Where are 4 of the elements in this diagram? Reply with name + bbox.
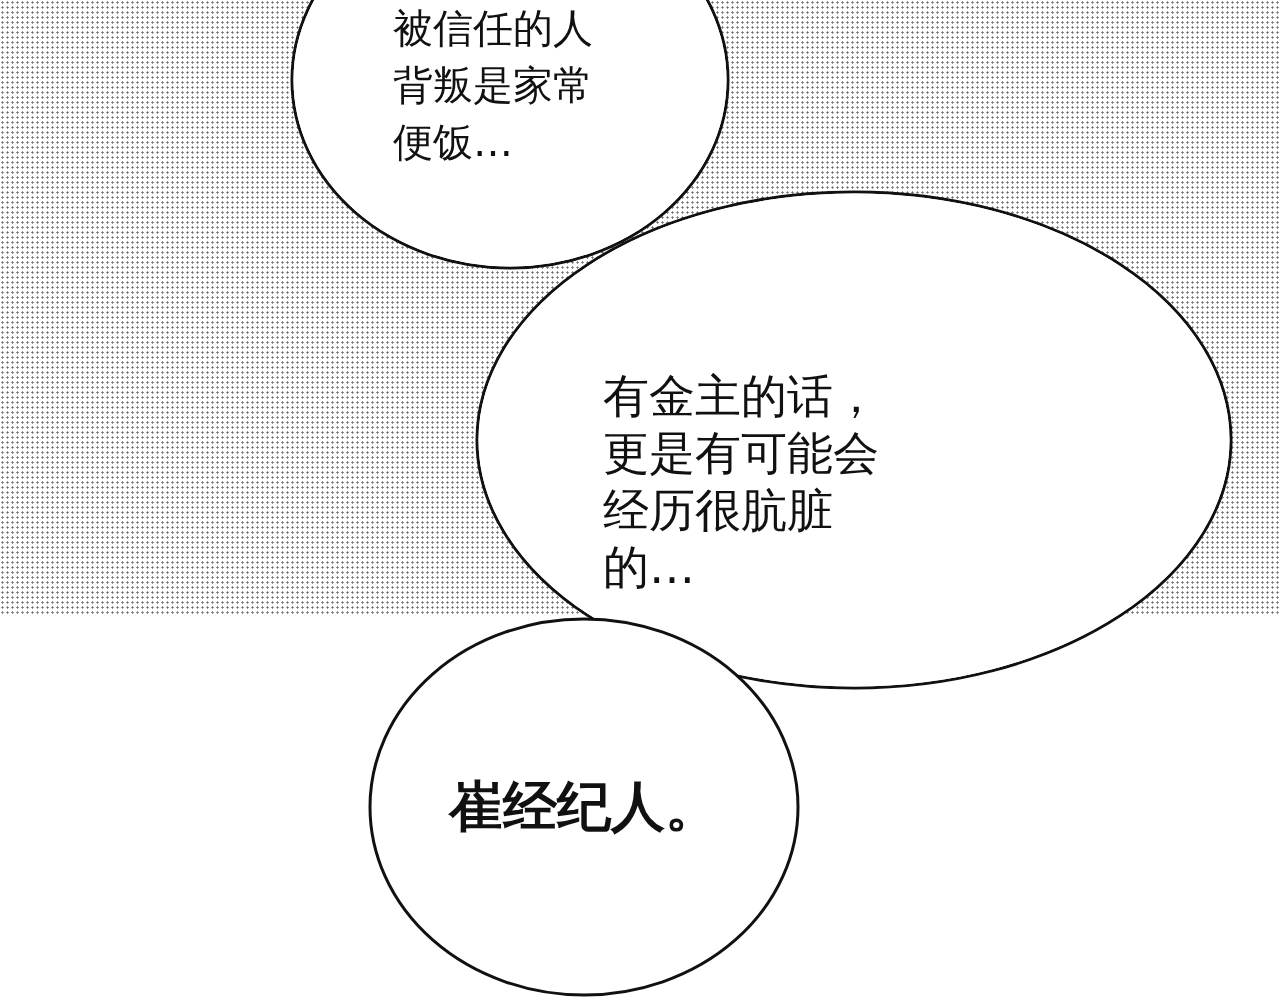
bubble-text: 崔经纪人。: [449, 774, 719, 840]
bubble-text: 有金主的话，更是有可能会经历很肮脏的…: [603, 368, 880, 596]
speech-bubble: [368, 617, 800, 997]
bubble-text: 被信任的人背叛是家常便饭…: [393, 4, 594, 167]
